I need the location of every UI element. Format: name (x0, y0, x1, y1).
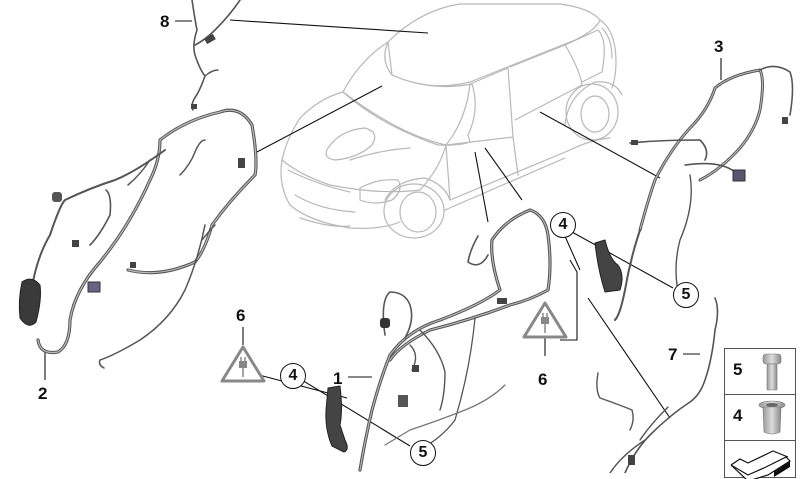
callout-7: 7 (668, 345, 678, 364)
legend-row-rivet-nut: 4 (725, 395, 795, 441)
legend-row-bolt: 5 (725, 349, 795, 395)
shim-plate-icon (730, 450, 791, 479)
callout-4-right: 4 (550, 212, 576, 238)
callout-6-right: 6 (538, 370, 548, 389)
bolt-icon (762, 353, 782, 391)
legend-row-shim (725, 441, 795, 479)
leader-lines (44, 19, 722, 447)
legend-label: 5 (733, 360, 743, 379)
plug-warning-icon (220, 345, 266, 383)
harness-3 (594, 65, 794, 321)
legend-label: 4 (733, 406, 743, 425)
callout-8: 8 (160, 12, 170, 31)
plug-warning-icon (522, 301, 568, 339)
harness-2 (18, 108, 258, 369)
callout-5-left: 5 (410, 440, 436, 466)
harness-1 (325, 208, 552, 472)
callout-4-left: 4 (280, 363, 306, 389)
callout-3: 3 (714, 37, 724, 56)
callout-6-left: 6 (236, 306, 246, 325)
harness-7 (596, 297, 719, 474)
callout-2: 2 (38, 384, 48, 403)
callout-1: 1 (333, 369, 343, 388)
rivet-nut-icon (758, 400, 786, 435)
car-outline (280, 3, 623, 239)
harness-wires (18, 0, 794, 474)
harness-8 (191, 0, 241, 111)
callout-5-right: 5 (673, 282, 699, 308)
parts-legend: 5 4 (724, 348, 796, 479)
